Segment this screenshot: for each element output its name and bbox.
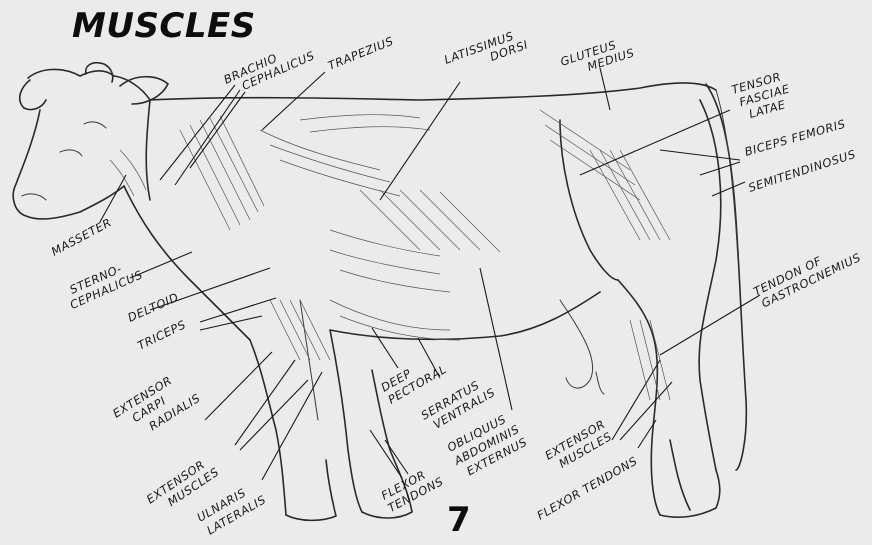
label-latissimus-dorsi: LATISSIMUS DORSI [442, 25, 530, 79]
label-deltoid-text: DELTOID [126, 290, 181, 325]
label-triceps: TRICEPS [135, 317, 188, 352]
label-trapezius: TRAPEZIUS [326, 34, 396, 73]
label-trapezius-text: TRAPEZIUS [326, 34, 396, 73]
label-brachio-cephalicus: BRACHIO CEPHALICUS [222, 36, 317, 98]
label-flexor-tendons-front: FLEXOR TENDONS [379, 462, 446, 515]
label-deltoid: DELTOID [126, 290, 181, 325]
label-masseter-text: MASSETER [49, 215, 114, 259]
label-extensor-muscles-hind: EXTENSOR MUSCLES [543, 417, 615, 475]
label-tendon-of-gastrocnemius: TENDON OF GASTROCNEMIUS [751, 238, 863, 312]
label-biceps-femoris: BICEPS FEMORIS [743, 117, 847, 159]
label-sterno-cephalicus: STERNO- CEPHALICUS [62, 255, 145, 312]
label-extensor-carpi-radialis: EXTENSOR CARPI RADIALIS [110, 365, 203, 446]
label-triceps-text: TRICEPS [135, 317, 188, 352]
label-gluteus-medius: GLUTEUS MEDIUS [559, 33, 637, 81]
label-masseter: MASSETER [49, 215, 114, 259]
label-flexor-tendons-hind-text: FLEXOR TENDONS [535, 454, 640, 523]
cow-outline [13, 63, 746, 521]
label-tensor-fasciae-latae: TENSOR FASCIAE LATAE [730, 68, 795, 124]
label-flexor-tendons-hind: FLEXOR TENDONS [535, 454, 640, 523]
label-biceps-femoris-text: BICEPS FEMORIS [743, 117, 847, 159]
label-ulnaris-lateralis: ULNARIS LATERALIS [195, 478, 269, 538]
